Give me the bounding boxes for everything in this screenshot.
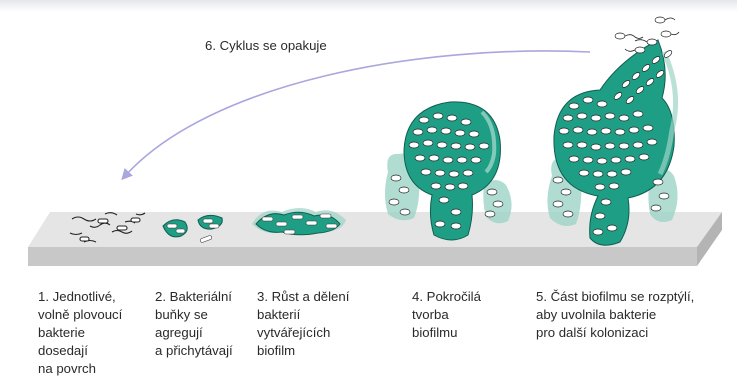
stage3-thin-biofilm bbox=[252, 208, 346, 235]
surface-front bbox=[28, 247, 697, 266]
stage-4-label: 4. Pokročilá tvorba biofilmu bbox=[412, 288, 481, 342]
stage-3-label: 3. Růst a dělení bakterií vytvářejících … bbox=[257, 288, 349, 360]
stage-5-label: 5. Část biofilmu se rozptýlí, aby uvolni… bbox=[536, 288, 694, 342]
cycle-label: 6. Cyklus se opakuje bbox=[205, 38, 327, 53]
stage-2-label: 2. Bakteriální buňky se agregují a přich… bbox=[155, 288, 233, 360]
stage4-mushroom-biofilm bbox=[385, 102, 512, 240]
stage-1-label: 1. Jednotlivé, volně plovoucí bakterie d… bbox=[38, 288, 122, 378]
cycle-arrow bbox=[125, 51, 590, 176]
